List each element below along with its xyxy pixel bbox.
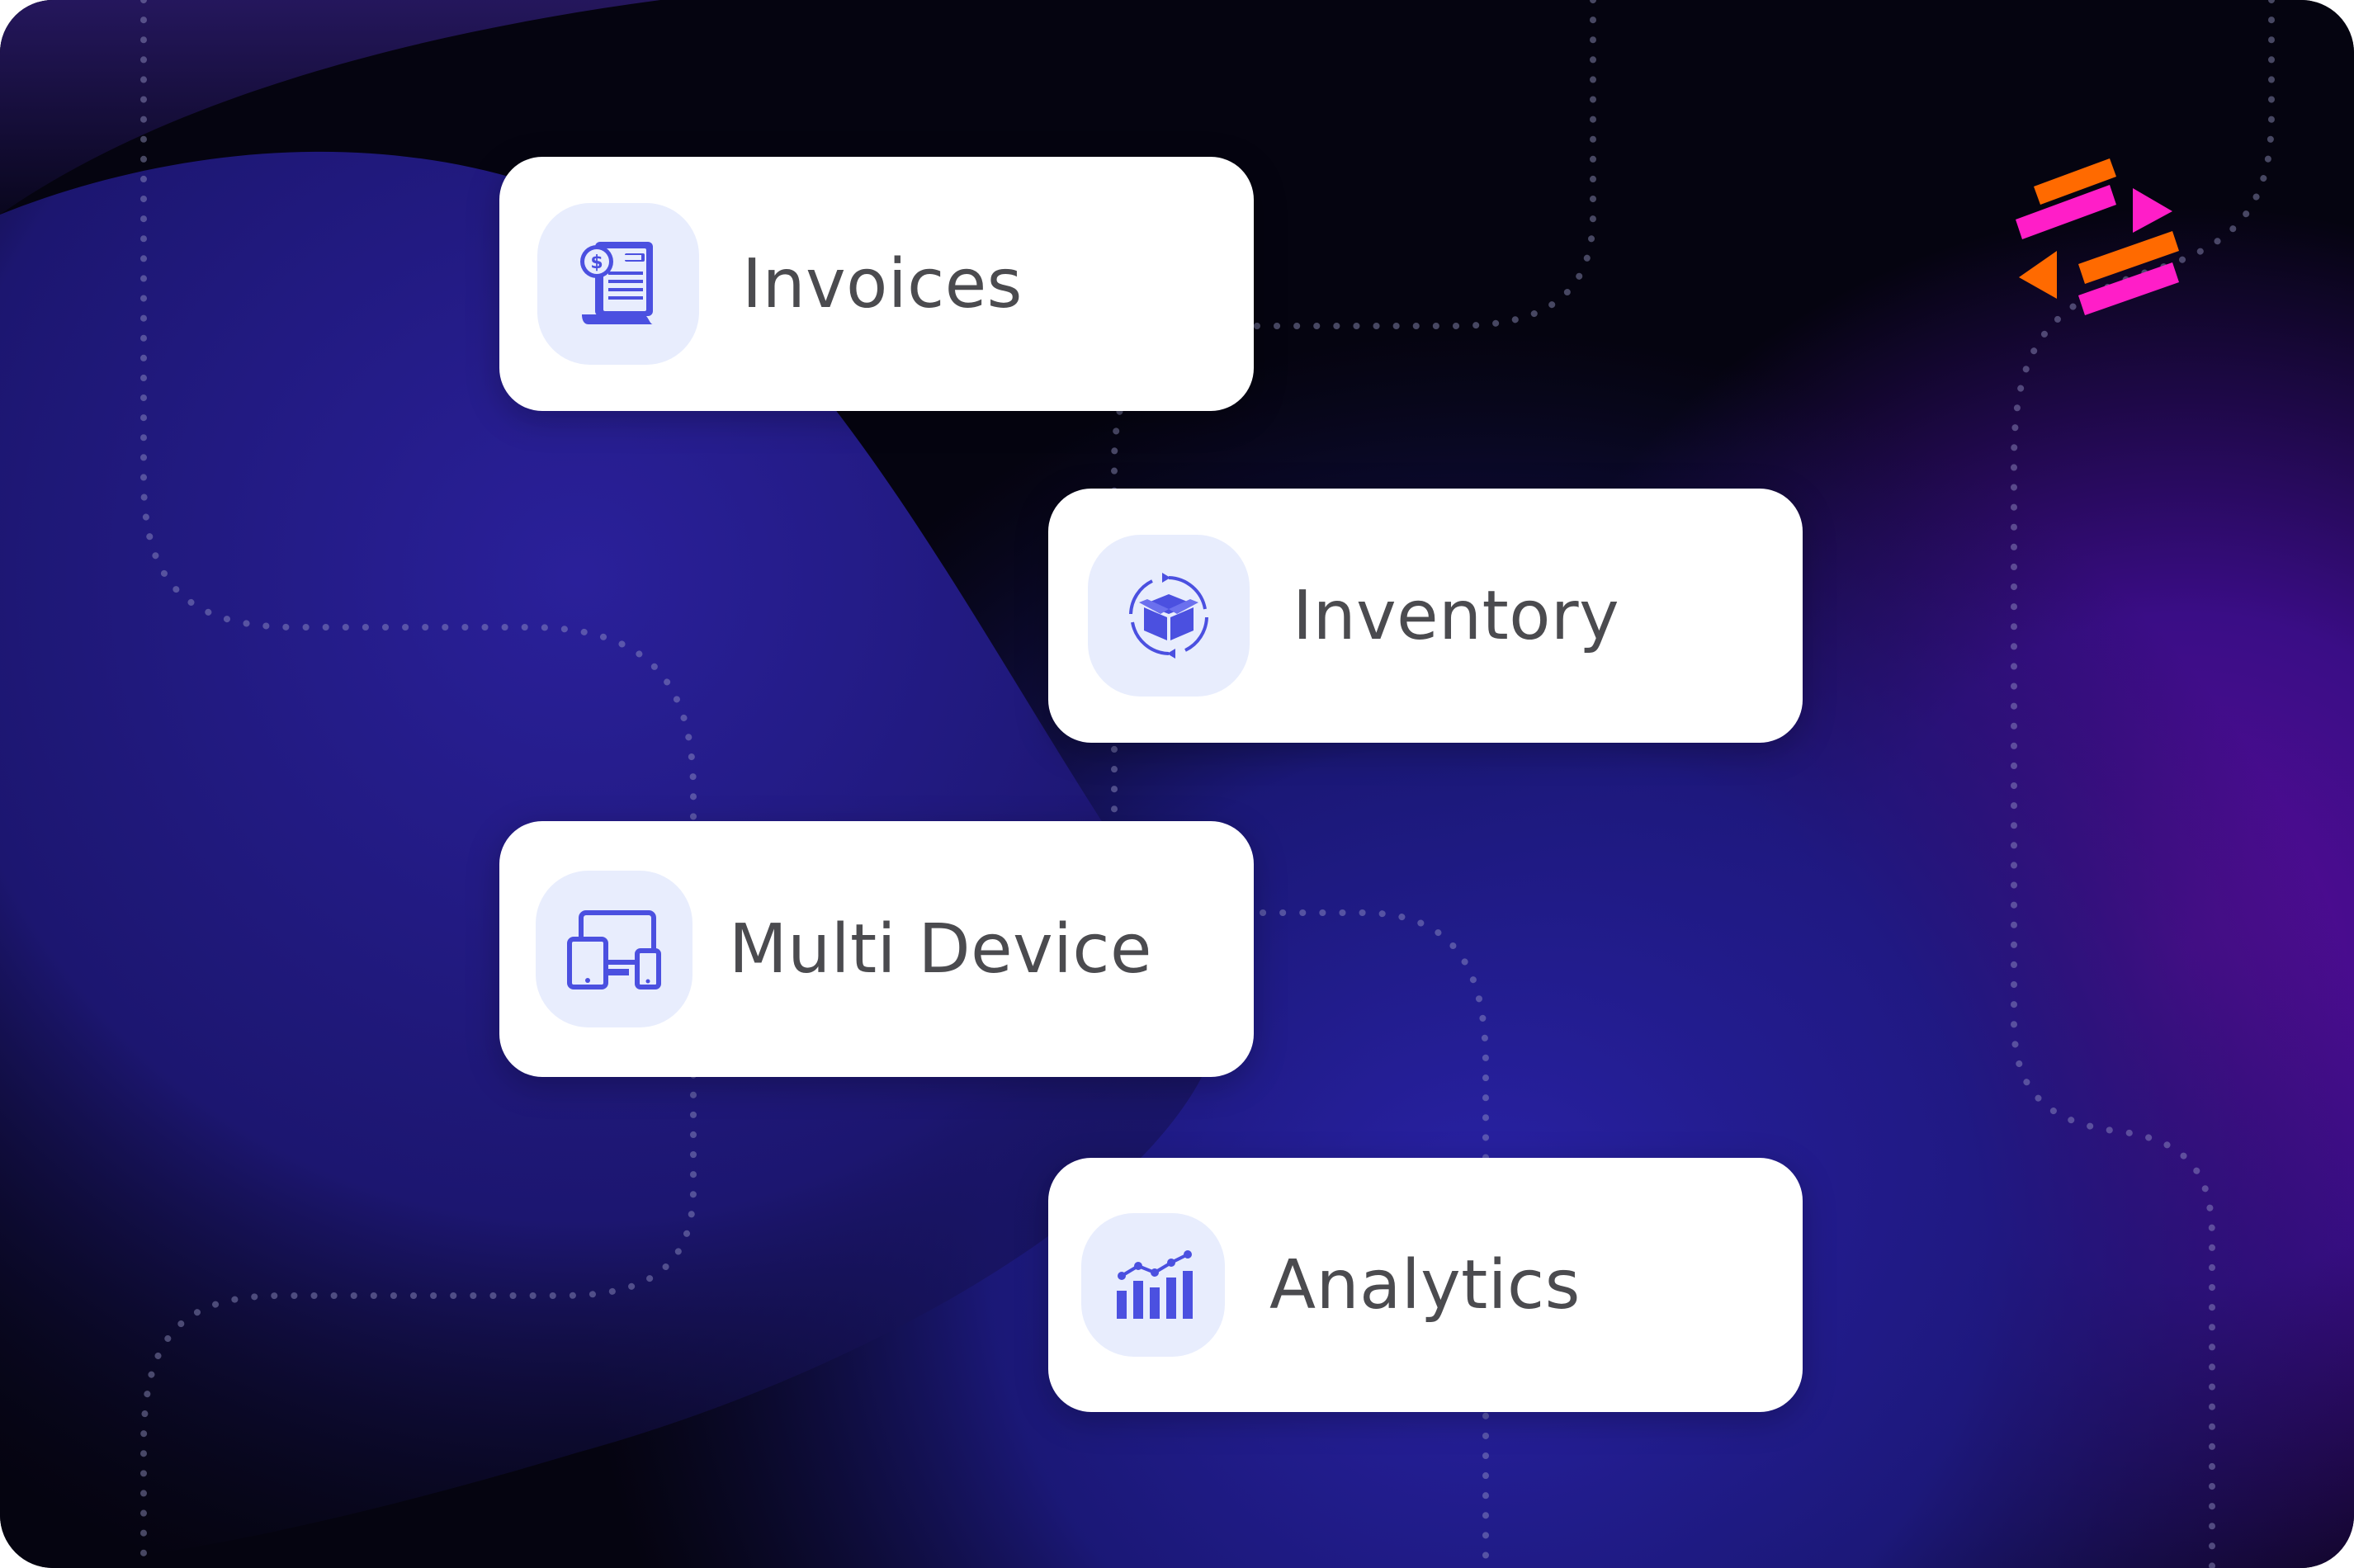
feature-card-inventory[interactable]: Inventory: [1048, 489, 1803, 743]
card-label: Invoices: [742, 244, 1023, 324]
card-label: Inventory: [1293, 576, 1620, 655]
feature-card-invoices[interactable]: $ Invoices: [499, 157, 1254, 411]
invoice-icon: $: [580, 242, 653, 324]
card-label: Analytics: [1269, 1245, 1581, 1325]
feature-card-analytics[interactable]: Analytics: [1048, 1158, 1803, 1412]
icon-container: [536, 871, 692, 1027]
svg-text:$: $: [590, 253, 603, 273]
analytics-chart-icon: [1117, 1250, 1193, 1319]
icon-container: $: [537, 203, 699, 365]
brand-logo-icon: [2016, 158, 2179, 315]
feature-card-multi-device[interactable]: Multi Device: [499, 821, 1254, 1077]
multi-device-icon: [567, 910, 661, 989]
icon-container: [1088, 535, 1250, 697]
card-label: Multi Device: [729, 909, 1152, 989]
icon-container: [1081, 1213, 1225, 1357]
inventory-box-icon: [1129, 573, 1208, 659]
